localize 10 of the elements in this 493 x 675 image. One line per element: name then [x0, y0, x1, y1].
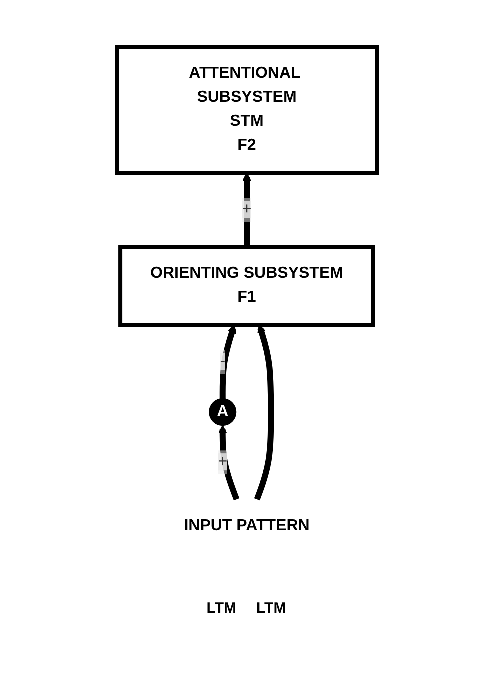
node-text: INPUT PATTERN: [184, 517, 310, 534]
node-box: ATTENTIONAL SUBSYSTEM STM F2: [114, 44, 378, 175]
edge-label: -: [220, 352, 226, 370]
arrow-label: LTM: [256, 600, 286, 617]
edge-label: +: [242, 200, 252, 218]
node-circle: A: [208, 398, 236, 426]
arrow-label: LTM: [206, 600, 236, 617]
node-box: ORIENTING SUBSYSTEM F1: [118, 244, 375, 327]
arrow: [254, 324, 274, 500]
edge-label: +: [218, 453, 228, 470]
